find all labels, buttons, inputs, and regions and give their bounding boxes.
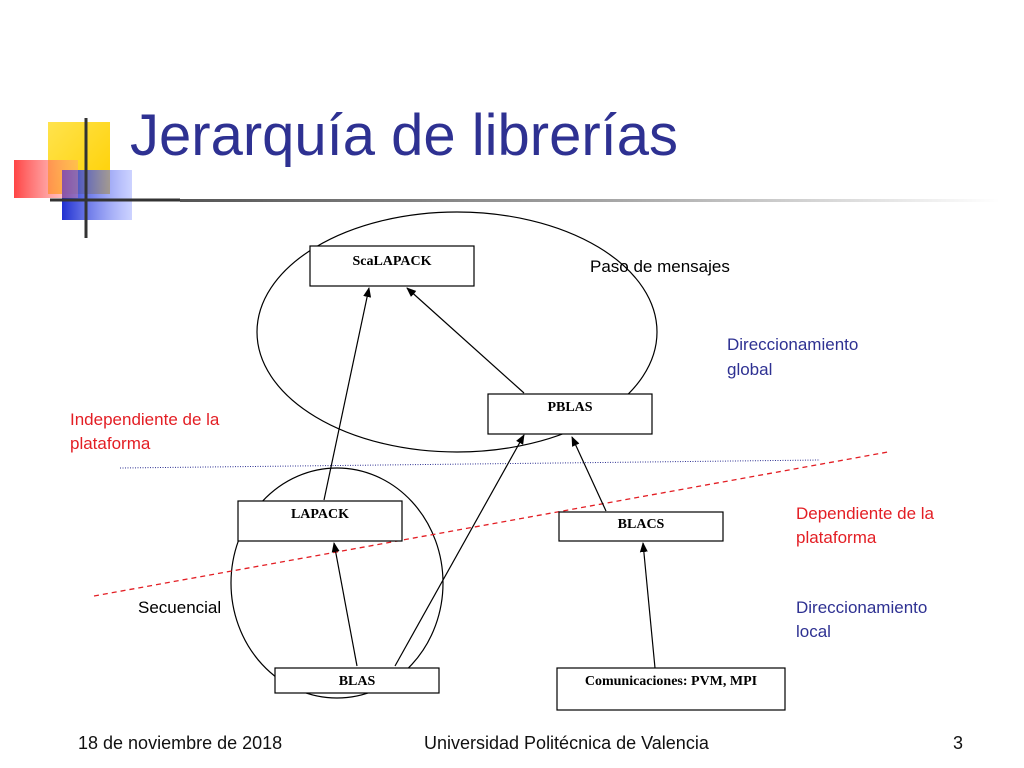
arrow-pblas-to-scalapack [406, 287, 525, 394]
arrow-comunicaciones-to-blacs [639, 542, 656, 669]
message-passing-ellipse [256, 211, 658, 453]
label-dependiente-line2: plataforma [796, 528, 877, 547]
node-pblas-label: PBLAS [547, 400, 592, 415]
node-blas-label: BLAS [339, 674, 376, 689]
platform-independence-line [119, 459, 821, 469]
label-dependiente: Dependiente de la plataforma [796, 504, 939, 547]
arrow-blas-to-pblas [394, 434, 525, 667]
footer-page-number: 3 [953, 733, 964, 753]
label-direccionamiento-global-line2: global [727, 360, 772, 379]
platform-dependence-line [93, 451, 889, 597]
logo-red-square [14, 160, 78, 198]
node-lapack-label: LAPACK [291, 507, 349, 522]
node-scalapack-label: ScaLAPACK [352, 254, 431, 269]
arrow-lapack-to-scalapack [323, 287, 372, 501]
label-secuencial: Secuencial [138, 598, 221, 617]
node-comunicaciones-label: Comunicaciones: PVM, MPI [585, 674, 757, 689]
label-direccionamiento-global-line1: Direccionamiento [727, 335, 858, 354]
page-title: Jerarquía de librerías [130, 103, 679, 168]
arrow-blas-to-lapack [331, 542, 358, 667]
title-underline [180, 199, 1000, 202]
label-paso-de-mensajes: Paso de mensajes [590, 257, 730, 276]
node-blacs: BLACS [558, 511, 724, 542]
label-direccionamiento-local-line1: Direccionamiento [796, 598, 927, 617]
label-direccionamiento-local-line2: local [796, 622, 831, 641]
node-lapack: LAPACK [237, 500, 403, 542]
footer-organization: Universidad Politécnica de Valencia [424, 733, 709, 753]
node-blas: BLAS [274, 667, 440, 694]
node-comunicaciones: Comunicaciones: PVM, MPI [556, 667, 786, 711]
node-blacs-label: BLACS [618, 517, 665, 532]
node-pblas: PBLAS [487, 393, 653, 435]
label-dependiente-line1: Dependiente de la [796, 504, 935, 523]
footer-date: 18 de noviembre de 2018 [78, 733, 283, 753]
label-independiente-line2: plataforma [70, 434, 151, 453]
decorative-logo [14, 118, 180, 238]
label-direccionamiento-global: Direccionamiento global [727, 335, 863, 379]
label-direccionamiento-local: Direccionamiento local [796, 598, 932, 641]
node-scalapack: ScaLAPACK [309, 245, 475, 287]
label-independiente: Independiente de la plataforma [70, 410, 224, 453]
arrow-blacs-to-pblas [571, 436, 607, 512]
label-independiente-line1: Independiente de la [70, 410, 220, 429]
sequential-ellipse [230, 467, 444, 699]
